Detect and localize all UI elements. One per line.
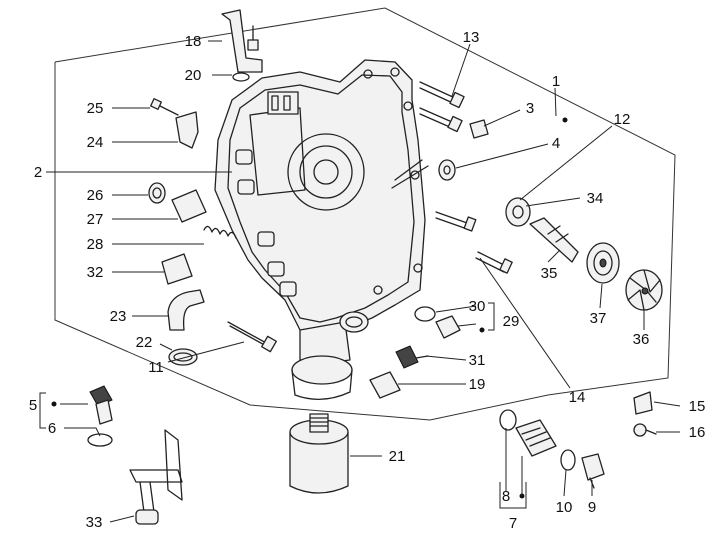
sleeve-27 [171,189,207,223]
callout-21: 21 [389,448,406,465]
bolt-11 [227,321,277,353]
callout-36: 36 [633,331,650,348]
callout-19: 19 [469,376,486,393]
clamp-22 [168,348,198,366]
pulley-37 [586,242,620,284]
sleeve-19 [369,371,401,399]
callout-31: 31 [469,352,486,369]
gasket-32 [161,253,193,285]
clamp-16 [633,423,657,437]
bolt-14 [475,251,513,274]
o-ring-20 [232,72,250,82]
callout-22: 22 [136,334,153,351]
callout-3: 3 [526,100,534,117]
callout-32: 32 [87,264,104,281]
bolt-12 [435,211,477,232]
bracket-33 [129,429,183,525]
o-ring-10 [560,449,576,471]
callout-10: 10 [556,499,573,516]
callout-11: 11 [148,359,164,376]
elbow-pipe-18 [221,9,263,73]
o-ring-8 [499,409,517,431]
callout-18: 18 [185,33,202,50]
oil-filter-21 [289,413,349,494]
leader-lines [39,40,681,523]
callout-37: 37 [590,310,607,327]
callout-28: 28 [87,236,104,253]
callout-8: 8 [502,488,510,505]
callout-5: 5 [29,397,37,414]
assembly-boundary-line [54,7,676,421]
drain-plug-9 [581,453,605,489]
callout-24: 24 [87,134,104,151]
plug-3 [469,119,489,139]
callout-6: 6 [48,420,56,437]
callout-14: 14 [569,389,586,406]
screw-25 [150,98,179,116]
clip-15 [633,391,653,415]
spring-28 [203,225,237,239]
plug-29 [435,315,461,339]
seal-34 [505,197,531,227]
callout-23: 23 [110,308,127,325]
washer-4 [438,159,456,181]
shaft-35 [529,217,579,263]
callout-30: 30 [469,298,486,315]
callout-15: 15 [689,398,706,415]
callout-12: 12 [614,111,631,128]
callout-2: 2 [34,164,42,181]
callout-27: 27 [87,211,104,228]
callout-labels: 1 2 3 4 5 6 7 8 9 10 11 12 13 14 15 16 1… [29,29,706,532]
washer-30 [414,306,436,322]
callout-26: 26 [87,187,104,204]
callout-33: 33 [86,514,103,531]
callout-16: 16 [689,424,706,441]
bolts-13 [419,81,465,133]
o-ring-6 [87,433,113,447]
seal-ring-26 [148,182,166,204]
bracket-24 [175,111,199,149]
hose-23 [167,289,205,331]
callout-13: 13 [463,29,480,46]
strainer-7 [515,419,557,457]
impeller-36 [625,269,663,311]
callout-1: 1 [552,73,560,90]
filler-plug-5 [89,385,113,425]
callout-7: 7 [509,515,517,532]
callout-34: 34 [587,190,604,207]
callout-9: 9 [588,499,596,516]
callout-4: 4 [552,135,560,152]
callout-29: 29 [503,313,520,330]
crankcase-cover [214,59,429,400]
callout-35: 35 [541,265,558,282]
callout-20: 20 [185,67,202,84]
sensor-31 [395,345,429,369]
callout-25: 25 [87,100,104,117]
